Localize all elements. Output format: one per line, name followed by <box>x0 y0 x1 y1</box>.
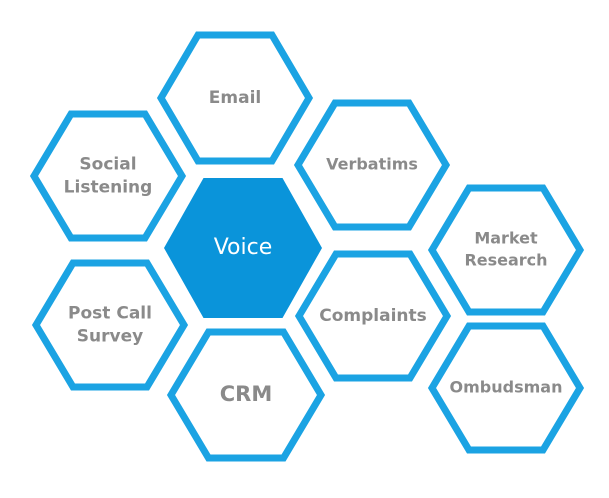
hexagon-shape-ombudsman <box>427 322 585 454</box>
hexagon-shape-complaints <box>294 250 452 382</box>
hexagon-shape-post-call-survey <box>31 259 189 391</box>
hexagon-shape-social-listening <box>29 110 187 242</box>
hexagon-label-verbatims-0: Verbatims <box>326 155 418 174</box>
hexagon-label-complaints-0: Complaints <box>319 306 427 326</box>
hexagon-label-social-listening-1: Listening <box>64 178 153 198</box>
hexagon-label-email-0: Email <box>209 88 261 108</box>
hexagon-label-voice-0: Voice <box>214 235 273 260</box>
hexagon-label-market-research-1: Research <box>464 250 547 269</box>
hexagon-crm: CRM <box>166 328 326 462</box>
hexagon-shape-email <box>156 31 314 165</box>
hexagon-shape-verbatims <box>293 99 451 231</box>
hexagon-shape-crm <box>166 328 326 462</box>
hexagon-label-market-research-0: Market <box>474 229 538 248</box>
hexagon-shape-market-research <box>427 184 585 316</box>
hexagon-email: Email <box>156 31 314 165</box>
hexagon-label-post-call-survey-1: Survey <box>77 327 143 347</box>
hexagon-label-post-call-survey-0: Post Call <box>68 304 152 324</box>
hexagon-label-ombudsman-0: Ombudsman <box>450 378 563 397</box>
hexagon-complaints: Complaints <box>294 250 452 382</box>
hexagon-voice: Voice <box>164 178 322 318</box>
hexagon-label-crm-0: CRM <box>220 382 272 406</box>
hexagon-shape-voice <box>164 178 322 318</box>
hexagon-verbatims: Verbatims <box>293 99 451 231</box>
hexagon-label-social-listening-0: Social <box>79 155 136 175</box>
hexagon-ombudsman: Ombudsman <box>427 322 585 454</box>
